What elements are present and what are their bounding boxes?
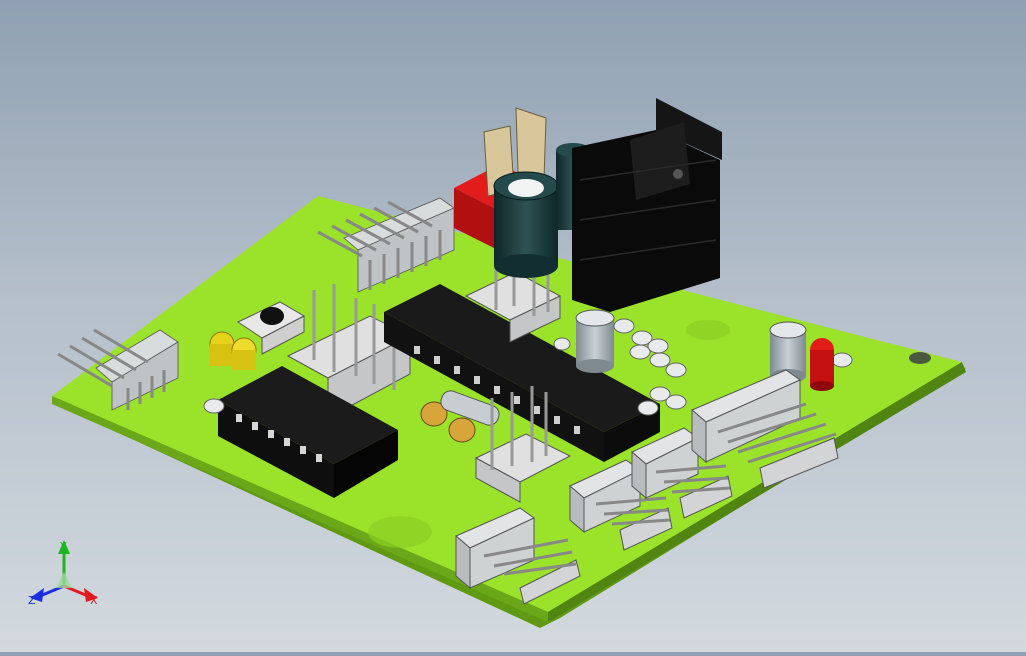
right-angle-connector-3 [631,427,733,519]
y-axis-label: Y [59,540,67,553]
dip-ic-large [384,284,660,462]
red-led [810,338,834,391]
jumper-header-left [286,284,412,419]
right-angle-connector-4 [691,369,839,489]
ceramic-capacitor [420,401,476,443]
voltage-regulator-heatsink [572,98,722,312]
mounting-hole [909,352,931,364]
right-angle-connector-1 [455,507,581,605]
yellow-led [209,331,257,370]
x-axis-label: X [90,594,98,607]
crystal-oscillator [440,390,500,426]
resistor [203,318,853,416]
dip-ic-small [218,366,398,498]
coordinate-triad-icon[interactable]: Y X Z [20,530,110,620]
z-axis-label: Z [28,594,36,607]
right-angle-connector-2 [569,459,673,551]
left-pin-header [57,328,179,411]
jumper-header-bottom [474,386,572,503]
push-button [236,301,306,355]
